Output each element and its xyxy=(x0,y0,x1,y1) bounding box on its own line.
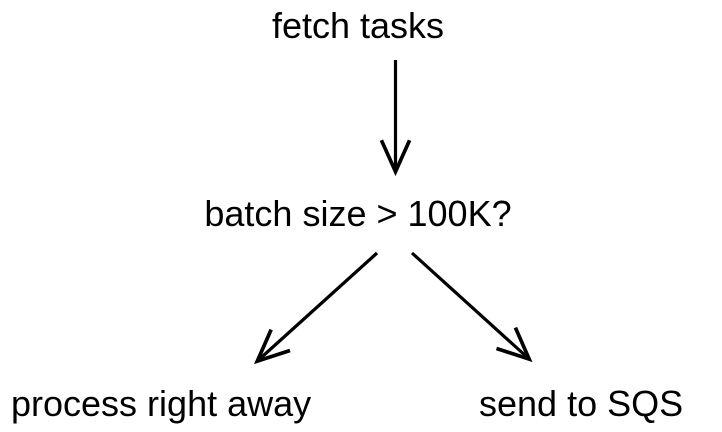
node-send-to-sqs: send to SQS xyxy=(479,383,684,424)
edge-decision-to-right xyxy=(410,251,533,363)
node-process-right-away: process right away xyxy=(11,383,312,424)
node-fetch-tasks: fetch tasks xyxy=(271,5,445,46)
node-batch-size-decision: batch size > 100K? xyxy=(204,193,512,234)
edge-decision-to-left xyxy=(253,251,379,365)
